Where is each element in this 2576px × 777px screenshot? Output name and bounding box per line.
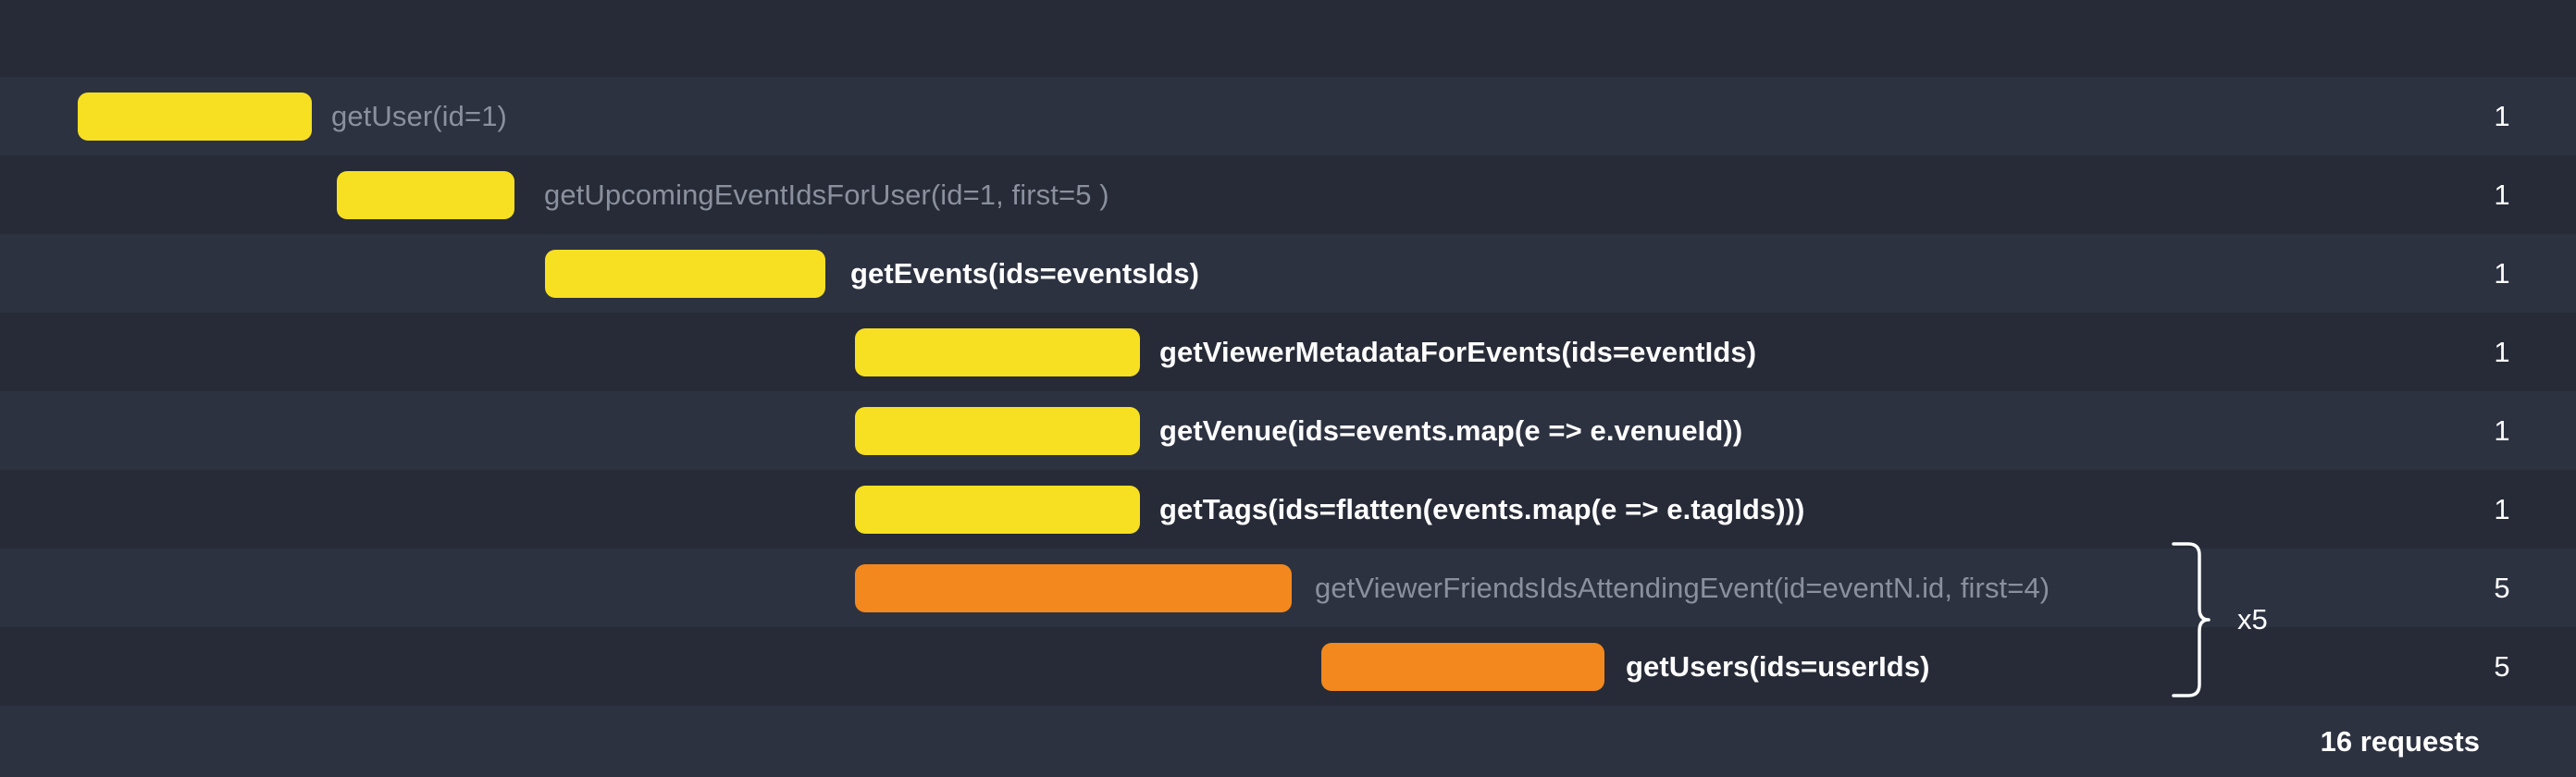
request-label: getTags(ids=flatten(events.map(e => e.ta… (1159, 492, 1805, 525)
request-count: 1 (2494, 413, 2510, 447)
request-count: 1 (2494, 178, 2510, 211)
request-label: getEvents(ids=eventsIds) (850, 256, 1200, 290)
request-duration-bar[interactable] (78, 92, 312, 141)
request-label: getViewerMetadataForEvents(ids=eventIds) (1159, 335, 1757, 368)
request-count: 1 (2494, 335, 2510, 368)
request-label: getUpcomingEventIdsForUser(id=1, first=5… (544, 178, 1109, 211)
request-row[interactable]: getEvents(ids=eventsIds) 1 (0, 234, 2576, 313)
group-multiplier-label: x5 (2237, 603, 2268, 635)
request-duration-bar[interactable] (545, 249, 825, 298)
request-duration-bar[interactable] (855, 485, 1140, 534)
total-requests-label: 16 requests (2320, 724, 2480, 758)
request-duration-bar[interactable] (1321, 642, 1604, 691)
request-row[interactable]: getUser(id=1) 1 (0, 77, 2576, 155)
request-label: getViewerFriendsIdsAttendingEvent(id=eve… (1315, 571, 2050, 604)
request-duration-bar[interactable] (855, 563, 1292, 612)
chart-top-spacer (0, 0, 2576, 77)
request-row[interactable]: getTags(ids=flatten(events.map(e => e.ta… (0, 470, 2576, 549)
request-row[interactable]: getUsers(ids=userIds) 5 (0, 627, 2576, 706)
request-row[interactable]: getViewerFriendsIdsAttendingEvent(id=eve… (0, 549, 2576, 627)
request-row[interactable]: getVenue(ids=events.map(e => e.venueId))… (0, 391, 2576, 470)
request-duration-bar[interactable] (337, 170, 514, 219)
request-count: 5 (2494, 649, 2510, 683)
request-label: getUser(id=1) (331, 99, 507, 132)
request-label: getUsers(ids=userIds) (1626, 649, 1930, 683)
request-duration-bar[interactable] (855, 406, 1140, 455)
request-duration-bar[interactable] (855, 327, 1140, 376)
request-label: getVenue(ids=events.map(e => e.venueId)) (1159, 413, 1743, 447)
request-count: 1 (2494, 492, 2510, 525)
total-requests-row: 16 requests (0, 706, 2576, 777)
request-count: 1 (2494, 99, 2510, 132)
request-row[interactable]: getViewerMetadataForEvents(ids=eventIds)… (0, 313, 2576, 391)
request-count: 5 (2494, 571, 2510, 604)
request-count: 1 (2494, 256, 2510, 290)
request-row[interactable]: getUpcomingEventIdsForUser(id=1, first=5… (0, 155, 2576, 234)
